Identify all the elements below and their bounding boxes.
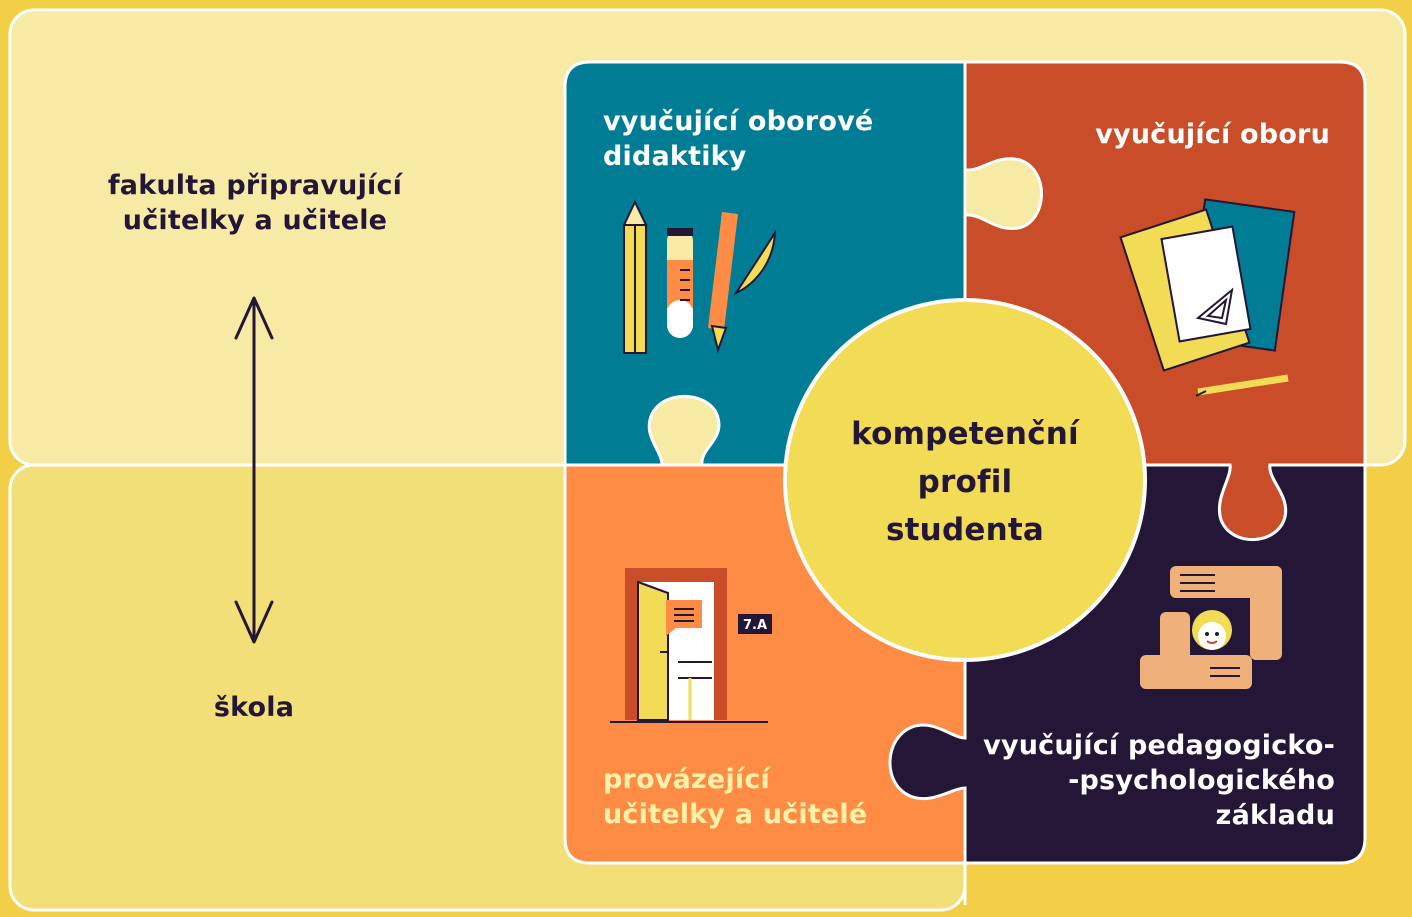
center-label: kompetenční profil studenta xyxy=(851,416,1079,548)
door-sign xyxy=(738,614,772,634)
field-label: vyučující oboru xyxy=(1095,119,1330,150)
center-circle xyxy=(783,298,1147,662)
school-label: škola xyxy=(213,692,295,723)
mentors-label: provázející učitelky a učitelé xyxy=(603,764,868,830)
didactics-label: vyučující oborové didaktiky xyxy=(603,106,874,172)
double-arrow xyxy=(234,296,274,644)
pedagogy-label: vyučující pedagogicko- -psychologického … xyxy=(983,730,1335,831)
faculty-label: fakulta připravující učitelky a učitele xyxy=(107,170,403,236)
didactics-tools-icon xyxy=(622,199,781,354)
door-sign-text: 7.A xyxy=(743,618,767,633)
door-icon: 7.A xyxy=(610,568,772,723)
framing-hands-icon xyxy=(1140,566,1282,689)
books-icon xyxy=(1119,198,1296,397)
